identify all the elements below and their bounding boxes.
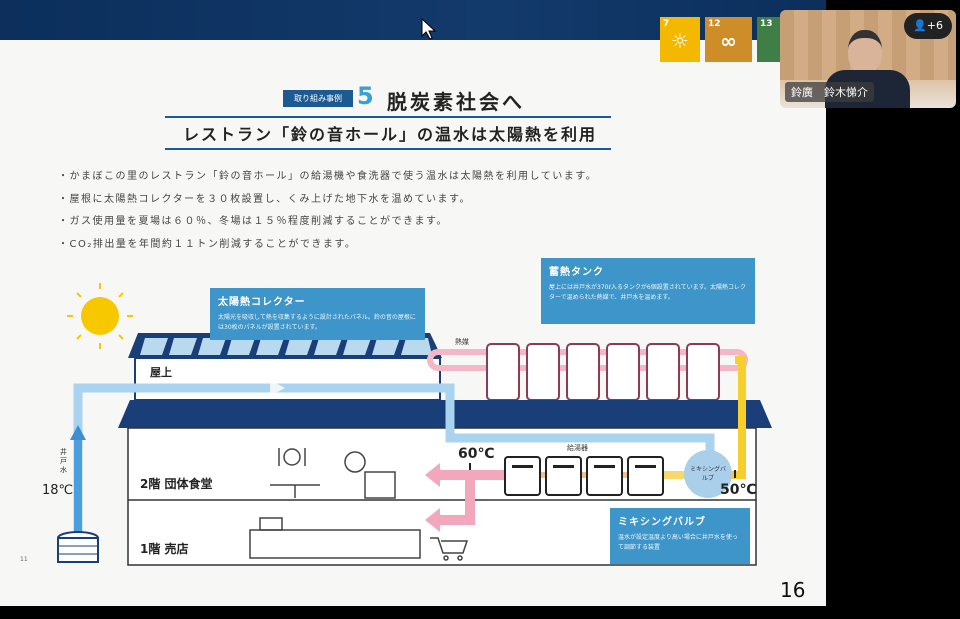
bullet-item: ・ガス使用量を夏場は６０％、冬場は１５％程度削減することができます。 xyxy=(58,216,448,227)
presentation-page-number: 16 xyxy=(780,578,806,602)
person-icon: 👤 xyxy=(913,19,927,32)
callout-text: 温水が設定温度より高い場合に井戸水を使って調節する装置 xyxy=(618,534,738,551)
callout-title: 蓄熱タンク xyxy=(549,267,604,278)
bullet-item: ・屋根に太陽熱コレクターを３０枚設置し、くみ上げた地下水を温めています。 xyxy=(58,194,471,205)
bullet-item: ・かまぼこの里のレストラン「鈴の音ホール」の給湯機や食洗器で使う温水は太陽熱を利… xyxy=(58,171,598,182)
participant-count: +6 xyxy=(926,19,943,32)
temp-60-label: 60℃ xyxy=(458,446,495,462)
rooftop-label: 屋上 xyxy=(150,366,172,379)
case-number: 5 xyxy=(357,82,374,110)
sdg-12-icon: 12∞ xyxy=(705,17,752,62)
participants-button[interactable]: 👤+6 xyxy=(904,13,952,39)
participant-video-tile[interactable]: 👤+6 鈴廣 鈴木悌介 xyxy=(780,10,956,108)
callout-text: 屋上には井戸水が370ℓ入るタンクが6個設置されています。太陽熱コレクターで温め… xyxy=(549,284,746,301)
case-badge: 取り組み事例 xyxy=(283,90,353,107)
mixing-valve xyxy=(684,450,732,498)
well-water-label: 井戸水 xyxy=(60,448,67,474)
callout-text: 太陽光を吸収して熱を収集するように設計されたパネル。鈴の音の屋根には30枚のパネ… xyxy=(218,314,416,331)
temp-18-label: 18℃ xyxy=(42,483,74,498)
valve-callout: ミキシングバルブ 温水が設定温度より高い場合に井戸水を使って調節する装置 xyxy=(610,508,750,564)
sdg-number: 13 xyxy=(760,19,773,29)
divider xyxy=(165,148,611,150)
participant-name: 鈴廣 鈴木悌介 xyxy=(785,82,874,102)
mouse-cursor-icon xyxy=(421,18,437,40)
sdg-number: 12 xyxy=(708,19,721,29)
storage-tanks xyxy=(486,343,720,401)
water-heaters xyxy=(504,456,664,496)
bullet-item: ・CO₂排出量を年間約１１トン削減することができます。 xyxy=(58,239,357,250)
water-heater-label: 給湯器 xyxy=(567,444,588,452)
callout-title: ミキシングバルブ xyxy=(618,517,706,528)
sdg-number: 7 xyxy=(663,19,670,29)
participant-face xyxy=(848,30,882,74)
floor1-label: 1階 売店 xyxy=(140,542,189,556)
sun-icon xyxy=(67,283,133,349)
floor2-label: 2階 団体食堂 xyxy=(140,477,213,491)
well-icon xyxy=(57,531,99,563)
slide-title: 脱炭素社会へ xyxy=(387,90,525,114)
sdg-7-icon: 7☼ xyxy=(660,17,700,62)
collector-callout: 太陽熱コレクター 太陽光を吸収して熱を収集するように設計されたパネル。鈴の音の屋… xyxy=(210,288,425,340)
heat-medium-label: 熱媒 xyxy=(455,338,469,346)
callout-title: 太陽熱コレクター xyxy=(218,297,306,308)
tank-callout: 蓄熱タンク 屋上には井戸水が370ℓ入るタンクが6個設置されています。太陽熱コレ… xyxy=(541,258,755,324)
valve-label: ミキシングバルブ xyxy=(689,466,726,482)
restaurant-icons xyxy=(249,448,469,561)
temp-50-label: 50℃ xyxy=(720,482,757,498)
slide-page-number: 11 xyxy=(20,556,28,563)
shared-slide: 7☼ 12∞ 13 取り組み事例 5 脱炭素社会へ レストラン「鈴の音ホール」の… xyxy=(0,0,826,606)
divider xyxy=(165,116,611,118)
slide-subtitle: レストラン「鈴の音ホール」の温水は太陽熱を利用 xyxy=(182,125,597,144)
